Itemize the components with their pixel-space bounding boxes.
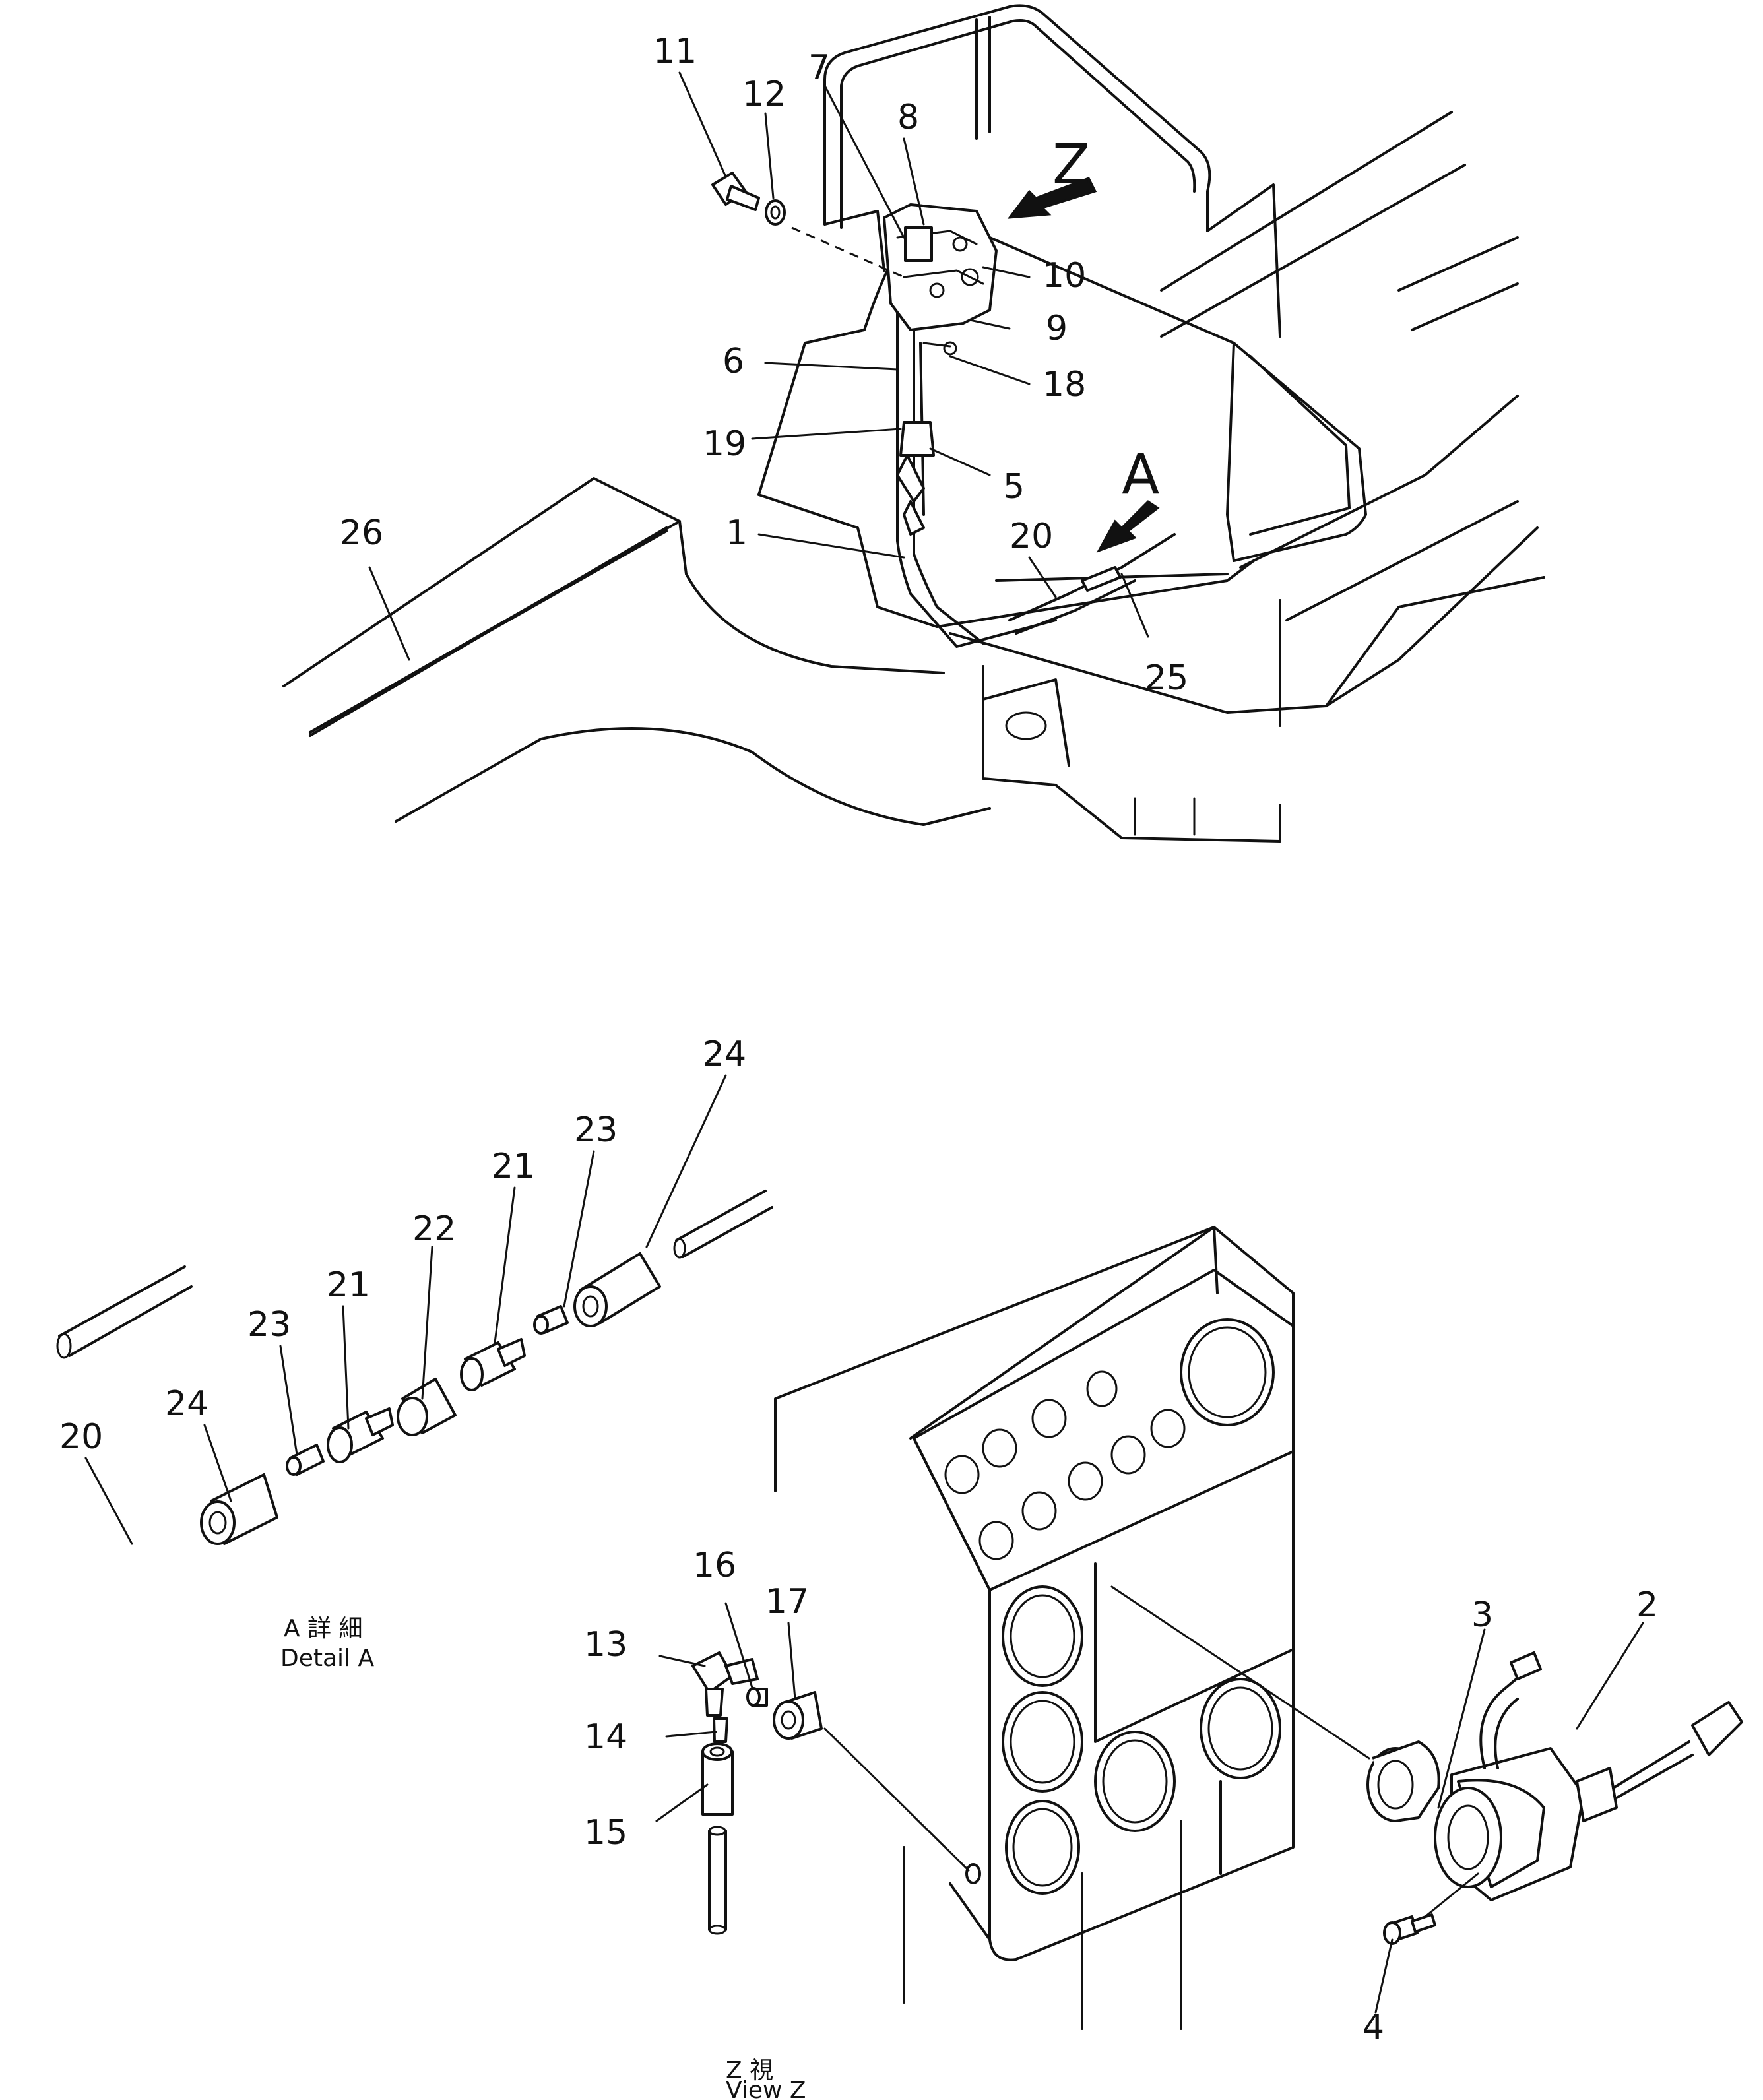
detail-a-callout-23-left: 23	[247, 1305, 291, 1345]
view-a-letter: A	[1122, 442, 1159, 507]
detail-a-callout-23-right: 23	[574, 1110, 618, 1150]
callout-20: 20	[1010, 517, 1053, 556]
detail-a-fittings	[56, 1190, 773, 1545]
view-z-caption-jp: Z 視	[726, 2057, 773, 2084]
switch-assembly	[1110, 1585, 1743, 1945]
detail-a-leader-lines	[84, 1074, 727, 1545]
callout-5: 5	[1003, 467, 1025, 507]
view-z-fittings	[691, 1651, 970, 1935]
callout-16: 16	[693, 1546, 736, 1585]
view-z-letter: Z	[1052, 132, 1091, 197]
detail-a-callout-22: 22	[412, 1209, 456, 1249]
callout-3: 3	[1471, 1595, 1493, 1635]
callout-15: 15	[584, 1813, 627, 1853]
callout-4: 4	[1362, 2008, 1384, 2047]
bolt-11	[711, 172, 760, 211]
view-z-arrow-icon	[1007, 177, 1097, 219]
cable-26	[309, 520, 681, 734]
callout-13: 13	[584, 1625, 627, 1665]
callout-1: 1	[726, 513, 748, 553]
callout-12: 12	[742, 75, 786, 114]
callout-17: 17	[765, 1582, 809, 1622]
detail-a-caption-jp: A 詳 細	[284, 1615, 363, 1642]
washer-12	[765, 199, 786, 226]
callout-7: 7	[808, 48, 830, 88]
view-z-leader-lines	[655, 1602, 1644, 2014]
callout-9: 9	[1046, 309, 1068, 348]
detail-a-callout-24-right: 24	[703, 1034, 746, 1074]
callout-19: 19	[703, 424, 746, 464]
callout-8: 8	[897, 98, 919, 137]
callout-10: 10	[1042, 256, 1086, 296]
callout-11: 11	[653, 32, 697, 71]
guard-rail-cage	[757, 4, 1367, 628]
view-z-caption-en: View Z	[726, 2077, 806, 2100]
detail-a-callout-21-right: 21	[492, 1147, 535, 1186]
callout-14: 14	[584, 1717, 627, 1757]
dashboard-panel	[774, 1226, 1295, 2030]
view-a-arrow-icon	[1096, 500, 1160, 553]
wiring-harness	[791, 203, 1176, 648]
callout-2: 2	[1636, 1585, 1658, 1625]
detail-a-callout-21-left: 21	[327, 1265, 370, 1305]
detail-a-callout-20: 20	[59, 1417, 103, 1457]
callout-26: 26	[340, 513, 383, 553]
detail-a-callout-24-left: 24	[165, 1384, 208, 1424]
top-leader-lines	[368, 71, 1149, 661]
callout-18: 18	[1042, 365, 1086, 404]
callout-25: 25	[1145, 658, 1188, 698]
detail-a-caption-en: Detail A	[280, 1645, 374, 1672]
callout-6: 6	[722, 342, 744, 381]
